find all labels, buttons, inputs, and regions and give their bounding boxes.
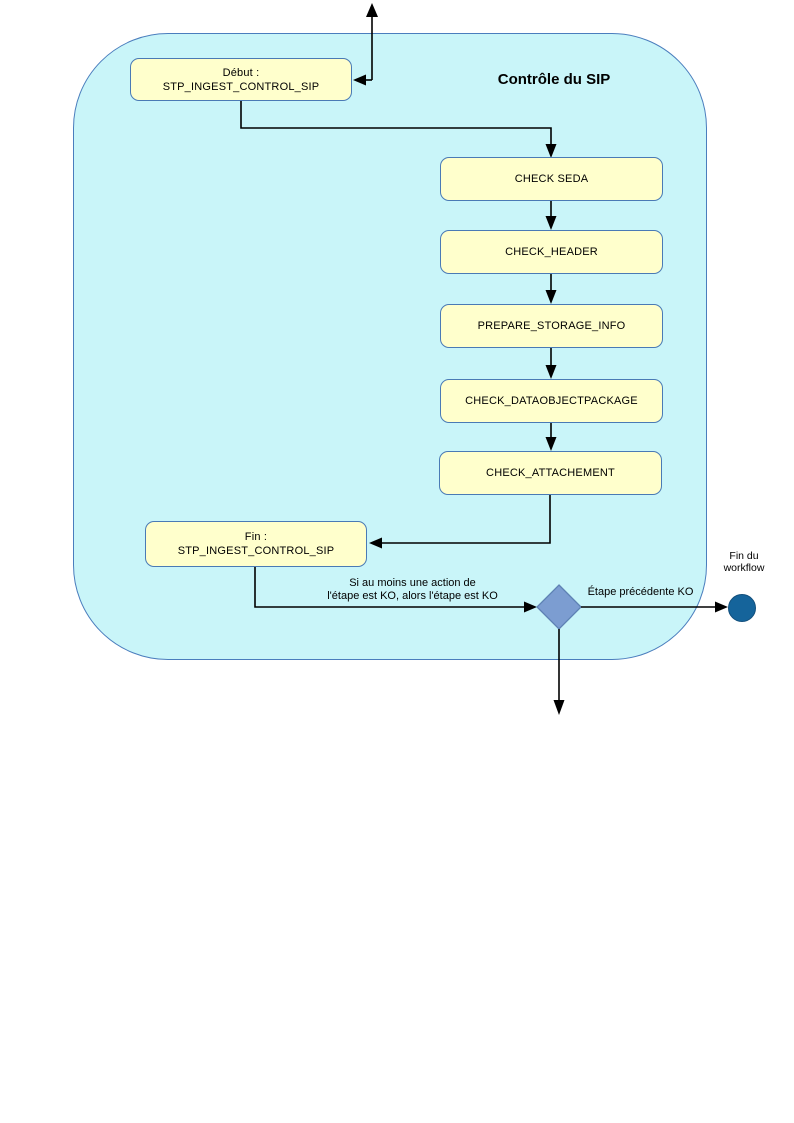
label-fin-du-workflow-line2: workflow bbox=[723, 562, 765, 574]
node-start-stp-ingest-control-sip: Début : STP_INGEST_CONTROL_SIP bbox=[130, 58, 352, 101]
node-check-header: CHECK_HEADER bbox=[440, 230, 663, 274]
node-end-stp-ingest-control-sip: Fin : STP_INGEST_CONTROL_SIP bbox=[145, 521, 367, 567]
end-node-line1: Fin : bbox=[244, 531, 268, 543]
step-label: CHECK_HEADER bbox=[505, 246, 598, 258]
diagram-title: Contrôle du SIP bbox=[497, 71, 611, 88]
label-fin-du-workflow-line1: Fin du bbox=[729, 550, 759, 562]
label-ko-condition: Si au moins une action de l'étape est KO… bbox=[310, 577, 515, 603]
end-node-line2: STP_INGEST_CONTROL_SIP bbox=[177, 545, 335, 557]
label-ko-condition-line1: Si au moins une action de bbox=[349, 577, 476, 589]
node-prepare-storage-info: PREPARE_STORAGE_INFO bbox=[440, 304, 663, 348]
step-label: CHECK_ATTACHEMENT bbox=[486, 467, 615, 479]
end-workflow-circle bbox=[728, 594, 756, 622]
node-check-seda: CHECK SEDA bbox=[440, 157, 663, 201]
node-check-attachement: CHECK_ATTACHEMENT bbox=[439, 451, 662, 495]
label-fin-du-workflow: Fin du workflow bbox=[702, 550, 786, 574]
node-check-dataobjectpackage: CHECK_DATAOBJECTPACKAGE bbox=[440, 379, 663, 423]
step-label: CHECK_DATAOBJECTPACKAGE bbox=[465, 395, 638, 407]
start-node-line2: STP_INGEST_CONTROL_SIP bbox=[162, 80, 320, 93]
step-label: CHECK SEDA bbox=[514, 173, 589, 185]
label-ko-condition-line2: l'étape est KO, alors l'étape est KO bbox=[327, 590, 498, 602]
step-label: PREPARE_STORAGE_INFO bbox=[477, 320, 626, 332]
label-etape-precedente-ko: Étape précédente KO bbox=[587, 586, 694, 598]
start-node-line1: Début : bbox=[222, 66, 260, 79]
